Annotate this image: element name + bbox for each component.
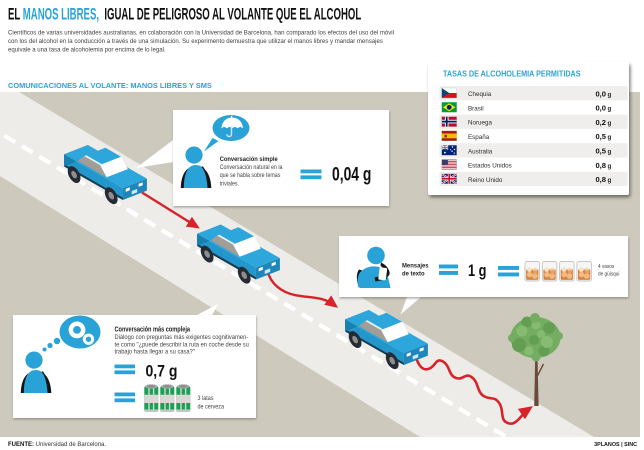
svg-text:Diálogo con preguntas más exig: Diálogo con preguntas más exigentes cogn… <box>115 334 249 341</box>
svg-text:Conversación natural en la: Conversación natural en la <box>220 165 283 172</box>
svg-text:0,2: 0,2 <box>595 118 606 127</box>
svg-text:3PLANOS | SINC: 3PLANOS | SINC <box>594 442 637 448</box>
svg-text:Científicos de varias universi: Científicos de varias universidades aust… <box>8 29 394 36</box>
svg-text:que se habla sobre temas: que se habla sobre temas <box>220 173 281 180</box>
svg-text:con los del alcohol en la cond: con los del alcohol en la conducción a t… <box>8 38 383 45</box>
svg-text:Australia: Australia <box>468 148 493 155</box>
svg-text:0,8: 0,8 <box>595 175 606 184</box>
svg-text:g: g <box>608 163 612 170</box>
svg-text:1 g: 1 g <box>468 261 486 280</box>
svg-text:Brasil: Brasil <box>468 105 484 112</box>
svg-text:EL MANOS LIBRES, IGUAL DE PEL: EL MANOS LIBRES, IGUAL DE PELIGROSO AL V… <box>8 5 361 23</box>
svg-text:Estados Unidos: Estados Unidos <box>468 162 512 169</box>
svg-text:g: g <box>608 149 612 156</box>
svg-text:triviales.: triviales. <box>220 181 240 188</box>
svg-text:Conversación simple: Conversación simple <box>220 156 278 163</box>
svg-text:FUENTE: Universidad de Barcelo: FUENTE: Universidad de Barcelona. <box>8 442 106 448</box>
svg-text:de texto: de texto <box>402 270 425 277</box>
svg-text:equivale a una tasa de alcohol: equivale a una tasa de alcoholemia por e… <box>8 46 166 53</box>
svg-text:Reino Unido: Reino Unido <box>468 177 503 184</box>
svg-text:g: g <box>608 106 612 113</box>
svg-text:0,7 g: 0,7 g <box>146 362 178 380</box>
svg-text:0,0: 0,0 <box>595 104 606 113</box>
svg-text:de cerveza: de cerveza <box>198 404 225 410</box>
svg-text:0,8: 0,8 <box>595 161 606 170</box>
svg-text:Noruega: Noruega <box>468 119 492 126</box>
svg-text:te como "¿puede describir la r: te como "¿puede describir la ruta en coc… <box>115 341 249 348</box>
svg-text:de güisqui: de güisqui <box>598 271 619 278</box>
svg-text:g: g <box>608 177 612 184</box>
svg-text:g: g <box>608 134 612 141</box>
svg-text:g: g <box>608 120 612 127</box>
svg-text:COMUNICACIONES AL VOLANTE: MAN: COMUNICACIONES AL VOLANTE: MANOS LIBRES … <box>8 81 212 90</box>
svg-text:Mensajes: Mensajes <box>402 262 429 269</box>
svg-text:3 latas: 3 latas <box>198 395 214 401</box>
svg-text:0,5: 0,5 <box>595 147 606 156</box>
svg-text:0,04 g: 0,04 g <box>332 163 371 185</box>
svg-text:0,5: 0,5 <box>595 132 606 141</box>
svg-text:Chequia: Chequia <box>468 91 492 98</box>
svg-text:Conversación más compleja: Conversación más compleja <box>115 326 191 334</box>
svg-text:España: España <box>468 134 490 141</box>
svg-text:0,0: 0,0 <box>595 89 606 98</box>
svg-text:trabajo hasta llegar a su casa: trabajo hasta llegar a su casa?" <box>115 348 195 355</box>
svg-text:g: g <box>608 91 612 98</box>
svg-text:4 vasos: 4 vasos <box>598 263 615 270</box>
svg-text:TASAS DE ALCOHOLEMIA PERMITIDA: TASAS DE ALCOHOLEMIA PERMITIDAS <box>443 69 581 79</box>
